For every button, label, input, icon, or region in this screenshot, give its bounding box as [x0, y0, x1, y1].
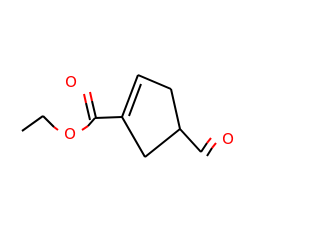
- bond-carbonyl-c-o-b: [85, 102, 91, 121]
- bond-ethyl-ch2-o: [53, 126, 59, 131]
- structure-diagram: O O O: [21, 73, 234, 158]
- bond-ester-o-c-black: [87, 117, 96, 127]
- bond-c4-c5: [144, 128, 181, 158]
- bond-carbonyl-c1: [94, 116, 123, 119]
- bond-cho-o-b: [206, 147, 213, 157]
- bond-c4-cho: [179, 128, 202, 153]
- bond-c2-c3: [137, 74, 172, 90]
- aldehyde-oxygen-label: O: [222, 130, 234, 148]
- bond-carbonyl-o-red-a: [89, 91, 93, 102]
- bond-carbonyl-c-o-a: [91, 100, 97, 119]
- bond-carbonyl-o-red-b: [83, 93, 87, 104]
- bond-cho-o-a: [200, 142, 208, 153]
- bond-c1-c2-outer: [121, 74, 139, 118]
- bond-c1-c2-inner: [128, 83, 142, 117]
- bond-cho-o-red-b: [211, 142, 217, 149]
- bond-ester-o-c-red: [81, 125, 89, 131]
- bond-ethyl-ch2-left: [42, 115, 55, 128]
- bond-ethyl-ch3-ch2: [21, 115, 44, 132]
- carbonyl-oxygen-label: O: [65, 73, 77, 91]
- bond-c3-c4: [170, 88, 181, 130]
- ester-oxygen-label: O: [64, 125, 76, 143]
- bond-c5-c1: [121, 116, 146, 158]
- bond-cho-o-red-a: [206, 137, 212, 144]
